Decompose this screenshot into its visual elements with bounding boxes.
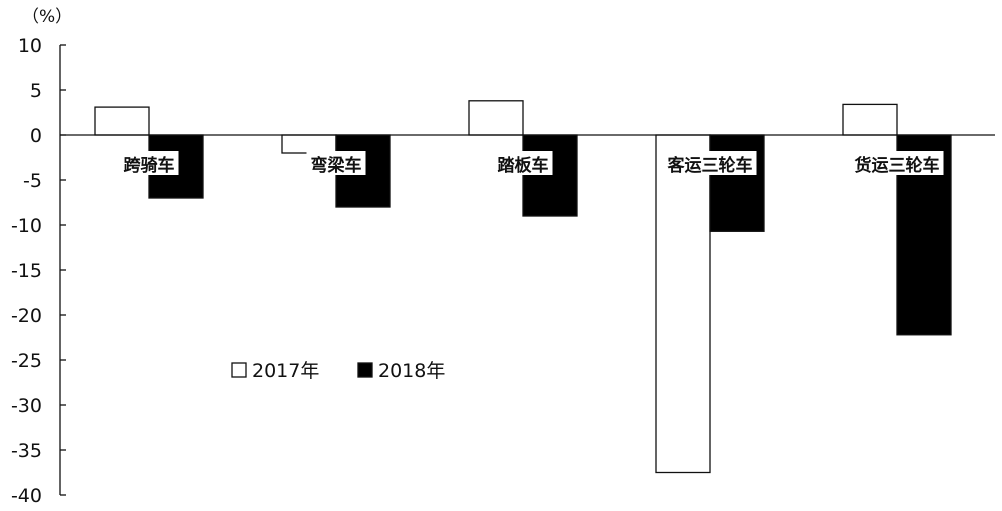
y-tick-label: -15	[11, 260, 42, 282]
bar-series2-3	[709, 134, 765, 232]
category-label: 跨骑车	[124, 155, 175, 176]
y-tick-label: 0	[30, 125, 42, 147]
bar-series1-3	[655, 134, 711, 474]
y-axis: 10 5 0 -5 -10 -15 -20 -25 -30 -35 -40	[11, 35, 66, 507]
bars	[94, 100, 952, 474]
legend-swatch	[231, 362, 247, 378]
category-label-bg	[663, 151, 757, 175]
y-tick-label: -25	[11, 350, 42, 372]
legend-label: 2017年	[252, 360, 319, 382]
bar-series1-2	[468, 100, 524, 136]
legend-swatch	[357, 362, 373, 378]
category-labels: 跨骑车 弯梁车 踏板车 客运三轮车 货运三轮车	[119, 151, 944, 176]
y-tick-label: -35	[11, 440, 42, 462]
y-tick-label: 10	[18, 35, 42, 57]
category-label: 弯梁车	[311, 155, 362, 176]
legend: 2017年 2018年	[231, 360, 445, 382]
category-label: 客运三轮车	[667, 155, 753, 176]
bar-series1-4	[842, 103, 898, 136]
category-label-bg	[493, 151, 553, 175]
category-label-bg	[306, 151, 366, 175]
y-tick-label: -5	[23, 170, 42, 192]
y-tick-label: -20	[11, 305, 42, 327]
bar-series1-1	[281, 134, 337, 154]
category-label-bg	[850, 151, 944, 175]
y-tick-label: 5	[30, 80, 42, 102]
category-label: 踏板车	[498, 155, 549, 176]
y-axis-unit-label: （%）	[22, 7, 72, 27]
y-tick-label: -40	[11, 485, 42, 507]
bar-series1-0	[94, 106, 150, 136]
legend-label: 2018年	[378, 360, 445, 382]
y-tick-label: -30	[11, 395, 42, 417]
category-label: 货运三轮车	[855, 155, 940, 176]
y-tick-label: -10	[11, 215, 42, 237]
category-label-bg	[119, 151, 179, 175]
